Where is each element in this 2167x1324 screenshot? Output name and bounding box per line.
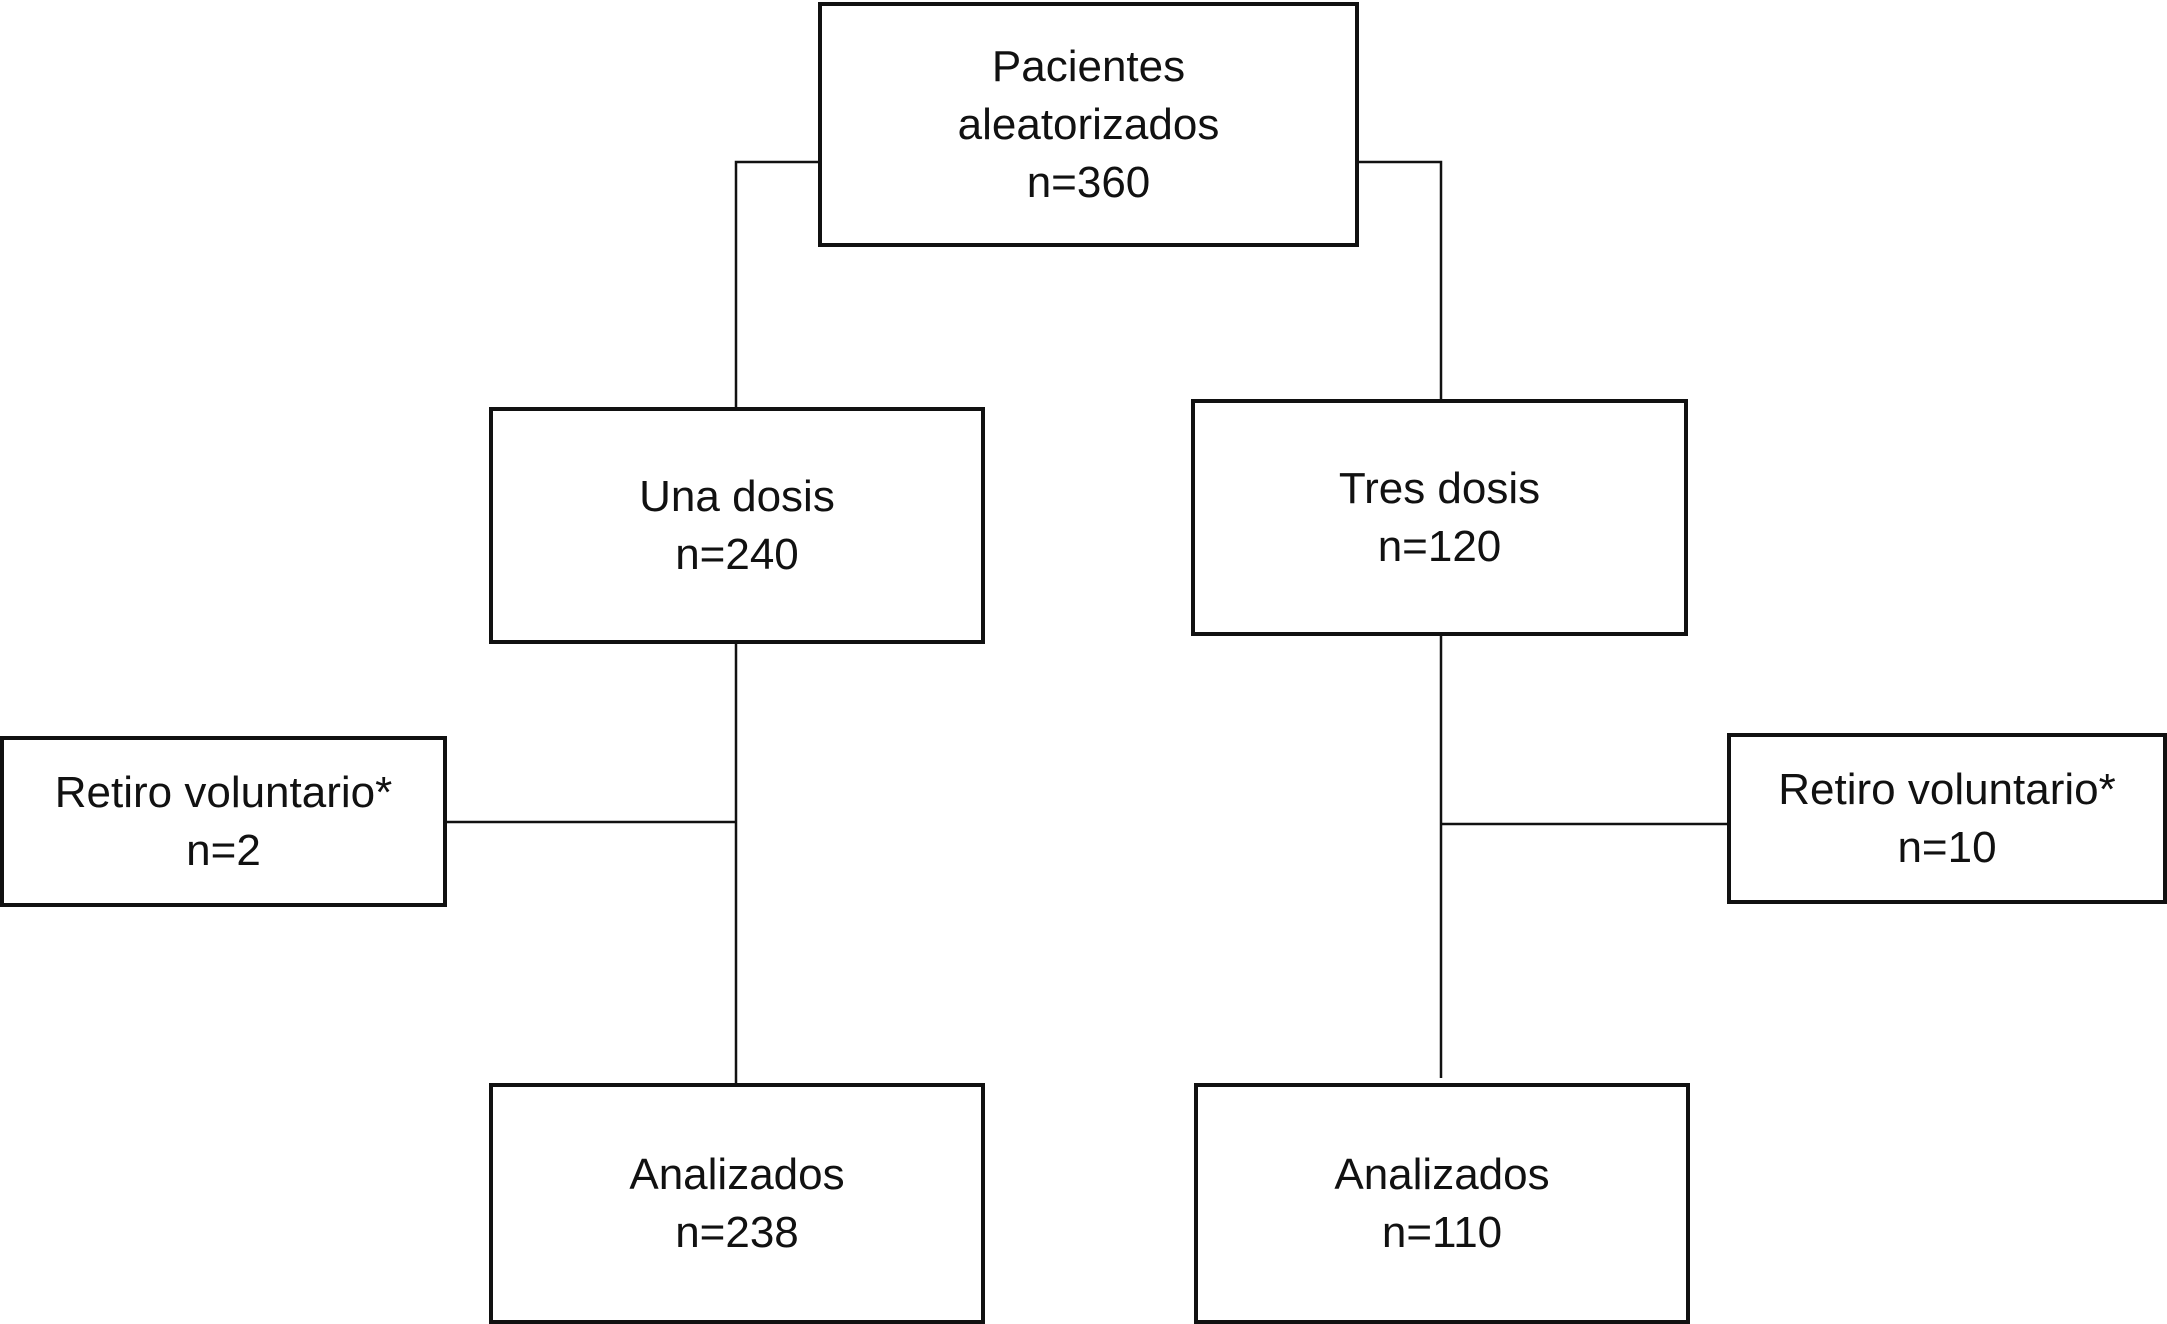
withdrawal-three-dose-box: Retiro voluntario* n=10 [1727,733,2167,904]
randomized-patients-box: Pacientes aleatorizados n=360 [818,2,1359,247]
withdrawal-one-dose-title: Retiro voluntario* [54,767,393,817]
withdrawal-three-dose-count: n=10 [1897,822,1997,872]
analyzed-three-dose-title: Analizados [1334,1149,1550,1199]
three-dose-count: n=120 [1377,521,1502,571]
analyzed-one-dose-box: Analizados n=238 [489,1083,985,1324]
analyzed-three-dose-count: n=110 [1381,1207,1503,1257]
withdrawal-three-dose-title: Retiro voluntario* [1778,764,2116,814]
connector-root-to-three-dose [1359,160,1443,399]
root-title-line1: Pacientes [991,41,1186,91]
one-dose-count: n=240 [675,529,799,579]
withdrawal-one-dose-count: n=2 [186,825,261,875]
connector-root-to-one-dose [734,160,818,407]
three-dose-arm-box: Tres dosis n=120 [1191,399,1688,636]
withdrawal-one-dose-box: Retiro voluntario* n=2 [0,736,447,907]
one-dose-title: Una dosis [639,471,835,521]
root-title-line2: aleatorizados [957,99,1220,149]
analyzed-three-dose-box: Analizados n=110 [1194,1083,1690,1324]
one-dose-arm-box: Una dosis n=240 [489,407,985,644]
root-count: n=360 [1026,157,1151,207]
analyzed-one-dose-title: Analizados [629,1149,845,1199]
analyzed-one-dose-count: n=238 [675,1207,799,1257]
three-dose-title: Tres dosis [1338,463,1541,513]
